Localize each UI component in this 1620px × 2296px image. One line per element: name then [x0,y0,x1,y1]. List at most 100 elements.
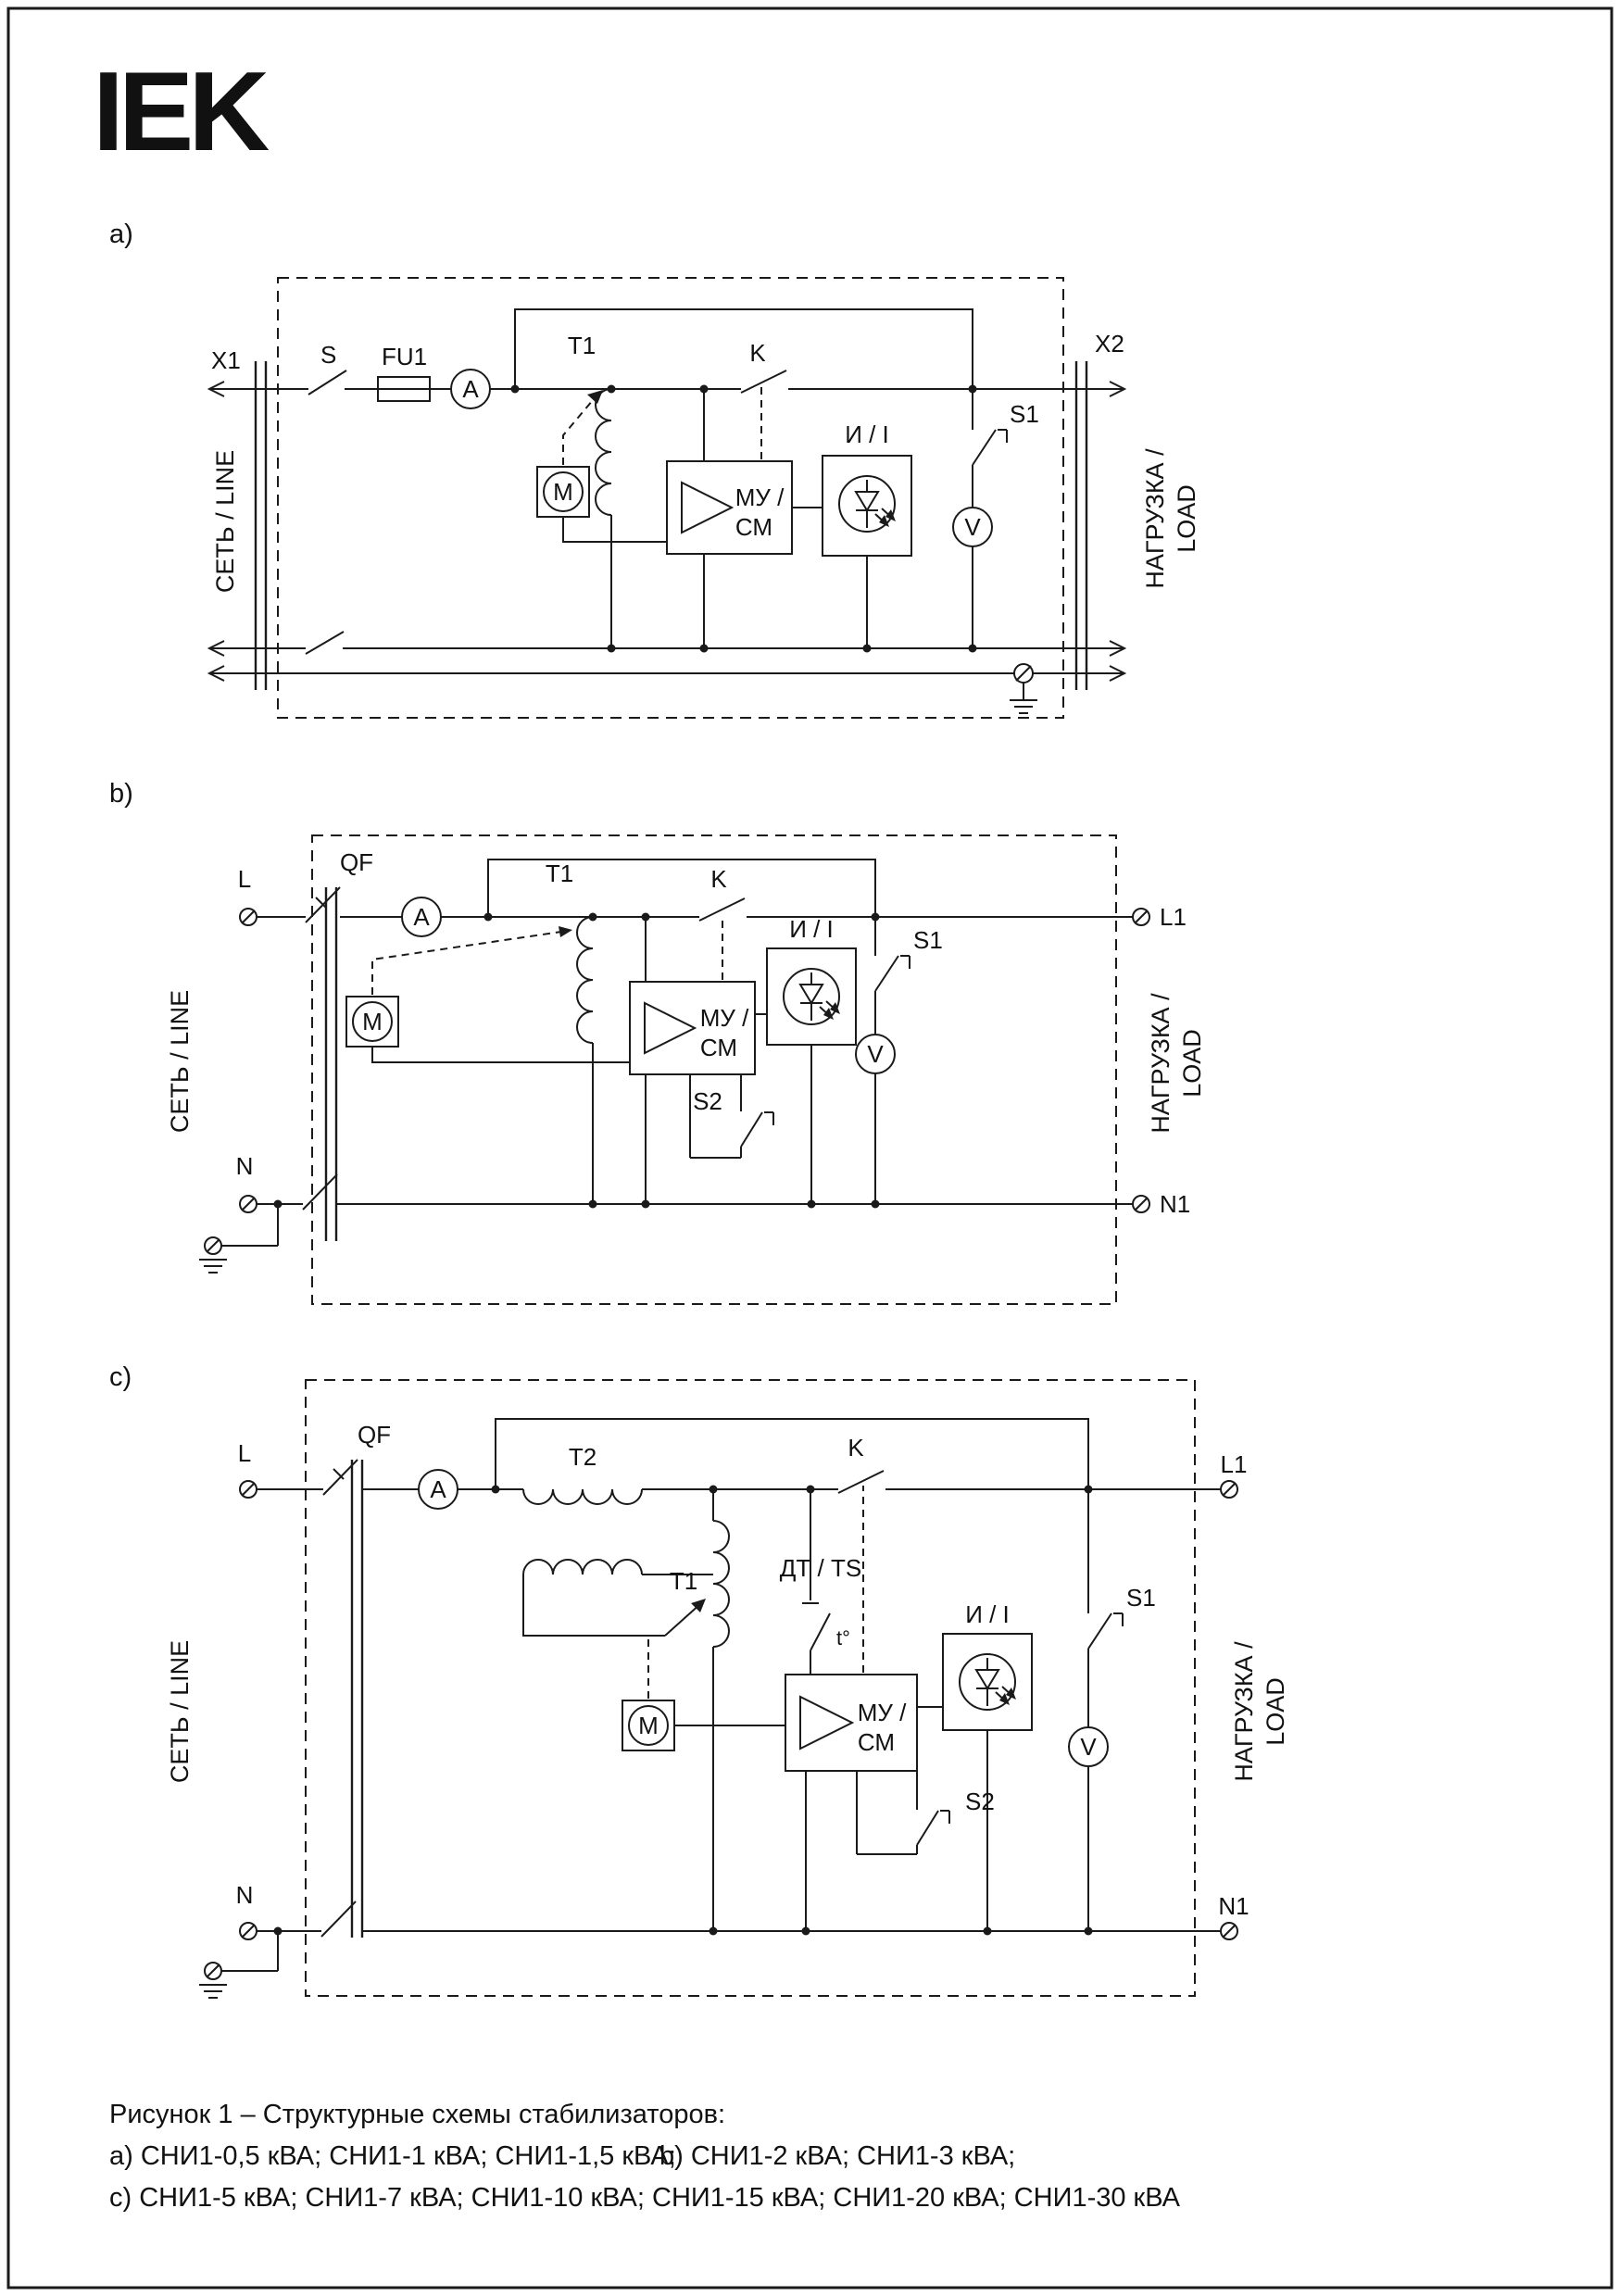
motor-symbol [543,471,584,512]
switch-s1-label: S1 [913,926,943,954]
diagram-a-junctions [510,384,977,653]
relay-k-contact [740,370,787,394]
amplifier-icon [681,481,735,534]
enclosure-outline [277,277,1064,719]
ground-icon [198,1984,228,1999]
breaker-qf-pole1 [305,886,341,923]
diagram-b-wiring [221,859,1133,1247]
switch-s1-label: S1 [1126,1584,1156,1612]
fuse-label: FU1 [382,343,427,370]
terminal-n [239,1195,257,1213]
terminal-n-label: N [236,1152,254,1180]
breaker-qf-pole1 [322,1459,358,1496]
load-side-label-1: НАГРУЗКА / [1147,993,1174,1134]
t1-coil [576,916,594,1044]
relay-k-contact [698,897,746,922]
relay-k-label: K [848,1434,864,1462]
x1-label: X1 [211,346,241,374]
indicator-box [766,947,857,1046]
control-unit-box [629,981,756,1075]
thermal-contact-label: t° [836,1626,850,1650]
switch-s1-contact [1087,1612,1112,1650]
wiper-drive-dashed-line [371,931,562,995]
diagram-c-wiring [221,1418,1221,1972]
connector-x1 [254,361,268,690]
lamp-icon [959,1653,1017,1711]
motor-letter: М [638,1712,659,1739]
connector-x2 [1074,361,1088,690]
terminal-l-label: L [238,865,251,893]
voltmeter-symbol [855,1034,896,1074]
wiper-arrowhead [587,390,603,404]
caption-line2b: b) СНИ1-2 кВА; СНИ1-3 кВА; [659,2141,1015,2171]
control-unit-text1: МУ / [858,1699,907,1726]
terminal-l1-label: L1 [1221,1450,1248,1478]
terminal-n1 [1220,1922,1238,1940]
load-side-label-1: НАГРУЗКА / [1141,448,1169,589]
switch-s-pole2 [305,631,345,655]
terminal-l-label: L [238,1439,251,1467]
voltmeter-symbol [1068,1726,1109,1767]
s2-actuator-icon [763,1111,774,1126]
breaker-qf-pole2 [302,1173,338,1211]
enclosure-outline [311,834,1117,1305]
amplifier-icon [644,1001,697,1055]
load-side-label-2: LOAD [1173,484,1200,553]
terminal-l1-label: L1 [1160,903,1187,931]
terminal-n [239,1922,257,1940]
terminal-n1 [1132,1195,1150,1213]
breaker-qf-linkage [324,887,338,1241]
indicator-box [942,1633,1033,1731]
lamp-icon [838,475,897,533]
control-unit-text1: МУ / [735,483,785,511]
ammeter-letter: A [413,903,430,931]
load-side-label-1: НАГРУЗКА / [1230,1641,1258,1782]
switch-s-label: S [320,341,336,369]
control-unit-box [785,1674,918,1772]
thermal-contact [802,1602,831,1651]
diagram-b: b) L N L1 N1 QF [109,779,1206,1305]
indicator-label: И / I [789,915,834,943]
t2-series-coil [522,1488,643,1505]
fuse-symbol [377,376,431,402]
t1-label: T1 [546,859,573,887]
motor-housing [345,996,399,1048]
terminal-l [239,1480,257,1499]
s2-actuator-icon [939,1810,950,1825]
switch-s2-contact [740,1111,763,1148]
terminal-pe [204,1962,222,1980]
t1-coil [712,1520,730,1648]
relay-k-contact [837,1470,885,1494]
enclosure-outline [305,1379,1196,1997]
wiper-drive-dashed-line [562,399,594,465]
terminal-n1-label: N1 [1160,1190,1190,1218]
wiper-arrowhead [559,926,572,937]
indicator-label: И / I [845,420,889,448]
switch-s-pole1 [308,370,347,395]
indicator-label: И / I [965,1600,1010,1628]
motor-housing [622,1700,675,1751]
relay-k-label: K [749,339,766,367]
switch-s1-label: S1 [1010,400,1039,428]
indicator-box [822,455,912,557]
control-unit-text1: МУ / [700,1004,749,1032]
t1-label: T1 [568,332,596,359]
voltmeter-symbol [952,507,993,547]
voltmeter-letter: V [867,1040,884,1068]
switch-s1-contact [874,955,899,992]
wiper-arrowhead [691,1599,706,1612]
voltmeter-letter: V [964,513,981,541]
control-unit-text2: СМ [858,1728,895,1756]
caption-line2a: a) СНИ1-0,5 кВА; СНИ1-1 кВА; СНИ1-1,5 кВ… [109,2141,676,2171]
ammeter-letter: A [430,1475,446,1503]
s1-actuator-icon [1112,1612,1124,1627]
motor-symbol [352,1001,393,1042]
control-unit-box [666,460,793,555]
diagram-b-junctions [273,912,880,1209]
switch-s2-label: S2 [693,1087,722,1115]
motor-letter: М [553,478,573,506]
wiper-arrow-line [664,1602,702,1637]
ammeter-symbol [401,897,442,937]
